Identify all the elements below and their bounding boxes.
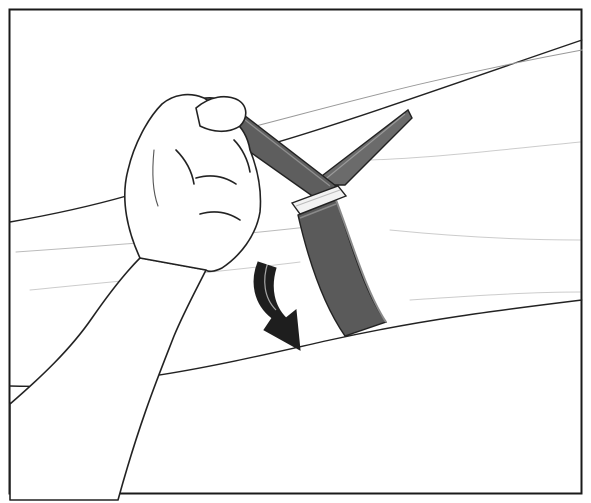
hand-icon — [10, 95, 261, 500]
rotation-arrow-icon — [254, 262, 300, 350]
